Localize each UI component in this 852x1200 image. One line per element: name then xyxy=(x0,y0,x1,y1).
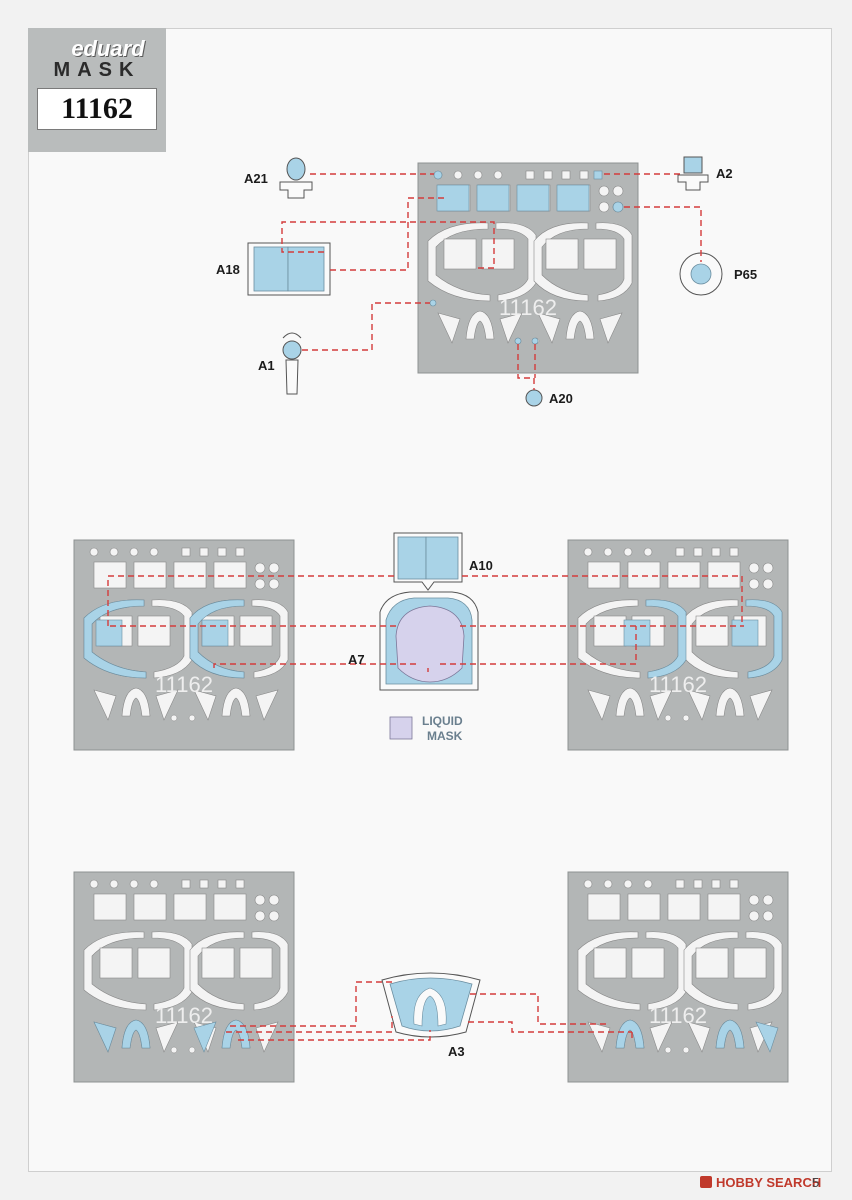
part-a18 xyxy=(247,242,331,296)
label-a3: A3 xyxy=(448,1044,465,1059)
hobby-search-logo-icon xyxy=(700,1176,712,1188)
guides-bottom xyxy=(226,981,633,1041)
part-a3 xyxy=(381,972,481,1038)
legend-mask: MASK xyxy=(427,729,463,743)
sheet-number-middle-left: 11162 xyxy=(155,672,213,697)
label-a20: A20 xyxy=(549,391,573,406)
legend-liquid: LIQUID xyxy=(422,714,463,728)
part-a1 xyxy=(282,332,302,395)
part-a21 xyxy=(279,157,313,199)
label-a10: A10 xyxy=(469,558,493,573)
label-a18: A18 xyxy=(216,262,240,277)
part-p65 xyxy=(679,252,723,296)
sheet-number-bottom-right: 11162 xyxy=(649,1003,707,1028)
watermark-text: HOBBY SEARCH xyxy=(716,1175,822,1190)
part-a20 xyxy=(525,389,543,407)
label-a2: A2 xyxy=(716,166,733,181)
part-a7 xyxy=(379,591,479,691)
label-a7: A7 xyxy=(348,652,365,667)
label-a1: A1 xyxy=(258,358,275,373)
guides-top xyxy=(281,173,702,390)
brand-logo: eduard xyxy=(71,36,145,61)
sheet-bottom-left: 11162 xyxy=(73,871,295,1083)
label-p65: P65 xyxy=(734,267,757,282)
set-number: 11162 xyxy=(37,88,157,130)
brand-product: MASK xyxy=(53,59,141,81)
part-a10 xyxy=(393,532,463,591)
part-a2 xyxy=(677,156,709,191)
watermark: HOBBY SEARCH xyxy=(700,1172,850,1194)
sheet-middle-left: 11162 xyxy=(73,539,295,751)
guides-middle xyxy=(107,575,744,672)
sheet-number-top: 11162 xyxy=(499,295,557,320)
sheet-middle-right: 11162 xyxy=(567,539,789,751)
label-a21: A21 xyxy=(244,171,268,186)
liquid-mask-legend: LIQUID MASK xyxy=(389,714,463,743)
page-number: 5 xyxy=(812,1175,820,1190)
sheet-top: 11162 xyxy=(417,162,639,374)
sheet-number-bottom-left: 11162 xyxy=(155,1003,213,1028)
sheet-bottom-right: 11162 xyxy=(567,871,789,1083)
sheet-number-middle-right: 11162 xyxy=(649,672,707,697)
